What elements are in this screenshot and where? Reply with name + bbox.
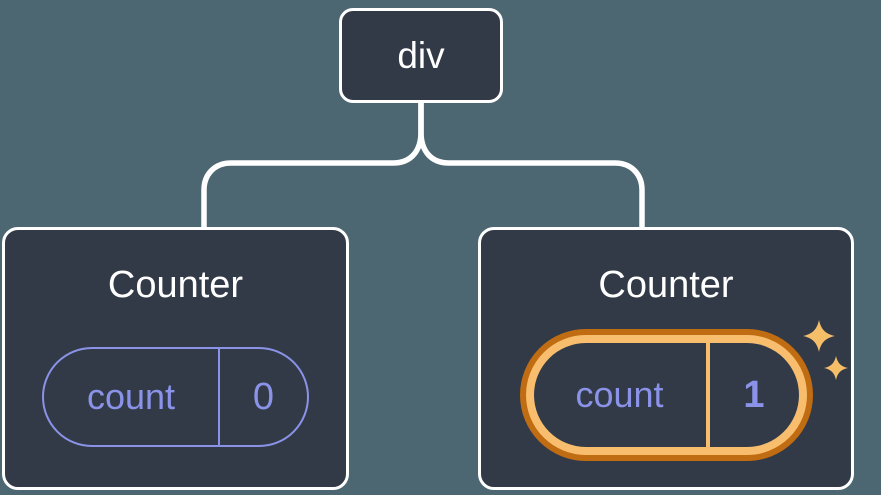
state-key: count [534,343,710,447]
state-pill-highlight-ring: count 1 [519,329,813,461]
state-key: count [44,349,220,445]
counter-node-left: Counter count 0 [2,227,349,490]
state-pill: count 0 [42,347,309,447]
connector-left-branch [201,101,424,229]
counter-title: Counter [598,264,734,306]
connector-right-branch [418,101,645,229]
counter-title: Counter [107,264,244,306]
state-value: 1 [743,373,765,416]
sparkle-icon-large [803,320,835,352]
counter-node-right: Counter count 1 [478,227,854,490]
root-node-label: div [397,34,445,76]
sparkle-icon-small [824,356,848,380]
root-node-div: div [339,8,503,103]
state-value: 0 [252,375,275,418]
state-pill: count 1 [533,343,799,447]
